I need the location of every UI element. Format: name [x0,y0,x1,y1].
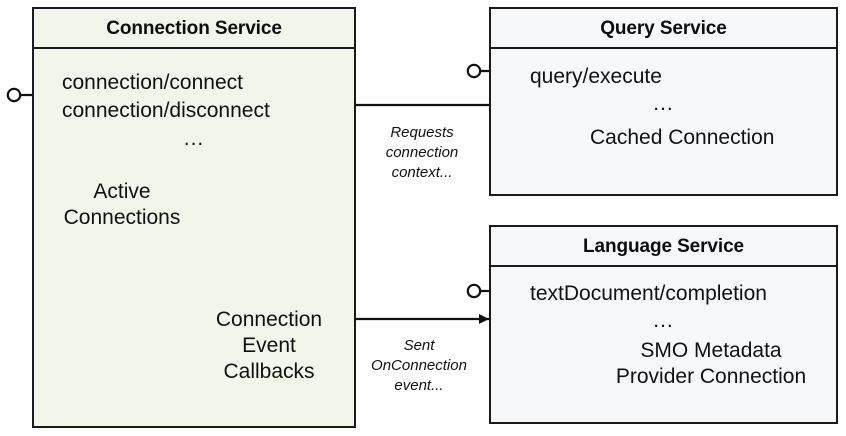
edge-label-c2l-line1: Sent [403,337,435,354]
connection-service-api-2[interactable]: connection/disconnect [62,99,270,122]
edge-label-connection-to-language: Sent OnConnection event... [353,336,485,396]
query-service-title: Query Service [491,9,836,49]
connection-event-callbacks-label: Connection Event Callbacks [184,307,354,385]
edge-label-c2l-line3: event... [394,376,444,394]
smo-label-line1: SMO Metadata [640,339,782,362]
query-service-api-ellipsis: ... [653,92,674,115]
active-connections-label-line2: Connections [63,206,181,230]
connection-service-title: Connection Service [34,9,354,49]
callbacks-label-line2: Event [242,334,296,358]
callbacks-label-line1: Connection [215,308,323,331]
component-language-service[interactable]: Language Service textDocument/completion… [489,225,838,424]
cached-connection-label: Cached Connection [590,126,775,149]
language-service-body: textDocument/completion ... SMO Metadata… [491,267,836,422]
smo-label-line2: Provider Connection [615,365,807,389]
edge-label-q2c-line2: connection [385,143,459,161]
component-query-service[interactable]: Query Service query/execute ... Cached C… [489,7,838,196]
query-service-api-1[interactable]: query/execute [530,65,662,88]
connection-service-api-1[interactable]: connection/connect [62,71,243,94]
active-connections-label: Active Connections [42,179,202,231]
edge-label-query-to-connection: Requests connection context... [359,123,485,183]
edge-label-q2c-line3: context... [391,163,453,181]
language-service-title: Language Service [491,227,836,267]
query-service-body: query/execute ... Cached Connection [491,49,836,194]
edge-label-c2l-line2: OnConnection [371,356,467,374]
connection-service-body: connection/connect connection/disconnect… [34,49,354,426]
edge-label-q2c-line1: Requests [390,124,454,141]
language-service-api-ellipsis: ... [653,309,674,332]
component-connection-service[interactable]: Connection Service connection/connect co… [32,7,356,428]
connection-service-api-ellipsis: ... [183,127,205,150]
language-service-api-1[interactable]: textDocument/completion [530,282,767,305]
smo-metadata-provider-connection-label: SMO Metadata Provider Connection [586,338,836,390]
active-connections-label-line1: Active [93,180,151,203]
callbacks-label-line3: Callbacks [223,360,315,384]
